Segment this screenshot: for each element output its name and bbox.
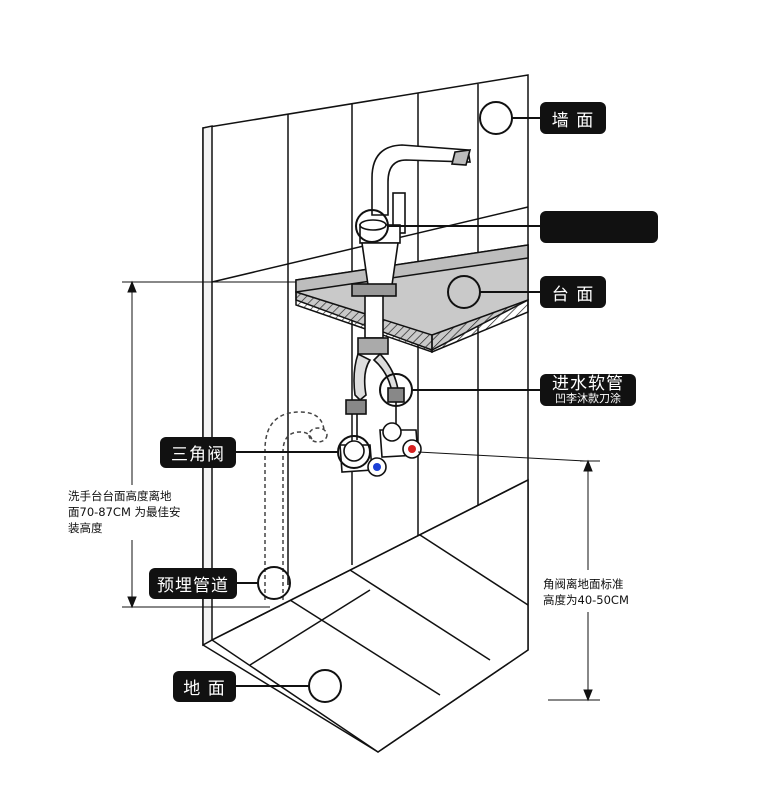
faucet-label xyxy=(540,211,658,243)
inlet-hose-text: 进水软管 xyxy=(552,374,624,394)
floor-label: 地 面 xyxy=(173,671,236,702)
embedded-pipe xyxy=(264,411,328,600)
basin-height-note: 洗手台台面高度离地 面70-87CM 为最佳安 装高度 xyxy=(68,489,181,535)
inlet-hose-overlay-text: 凹李沐款刀涂 xyxy=(555,392,621,405)
embedded-pipe-label: 预埋管道 xyxy=(149,568,237,599)
countertop xyxy=(295,244,529,354)
callouts xyxy=(236,101,541,703)
cold-marker xyxy=(373,463,381,471)
faucet xyxy=(345,144,472,440)
countertop-label: 台 面 xyxy=(540,276,606,308)
valve-height-note: 角阀离地面标准 高度为40-50CM xyxy=(543,577,629,607)
angle-valve-label: 三角阀 xyxy=(160,437,236,468)
dimension-lines xyxy=(122,280,600,702)
inlet-hose-label: 进水软管 凹李沐款刀涂 xyxy=(540,374,636,406)
floor-area xyxy=(210,478,529,753)
wall-label: 墙 面 xyxy=(540,102,606,134)
hot-marker xyxy=(408,445,416,453)
